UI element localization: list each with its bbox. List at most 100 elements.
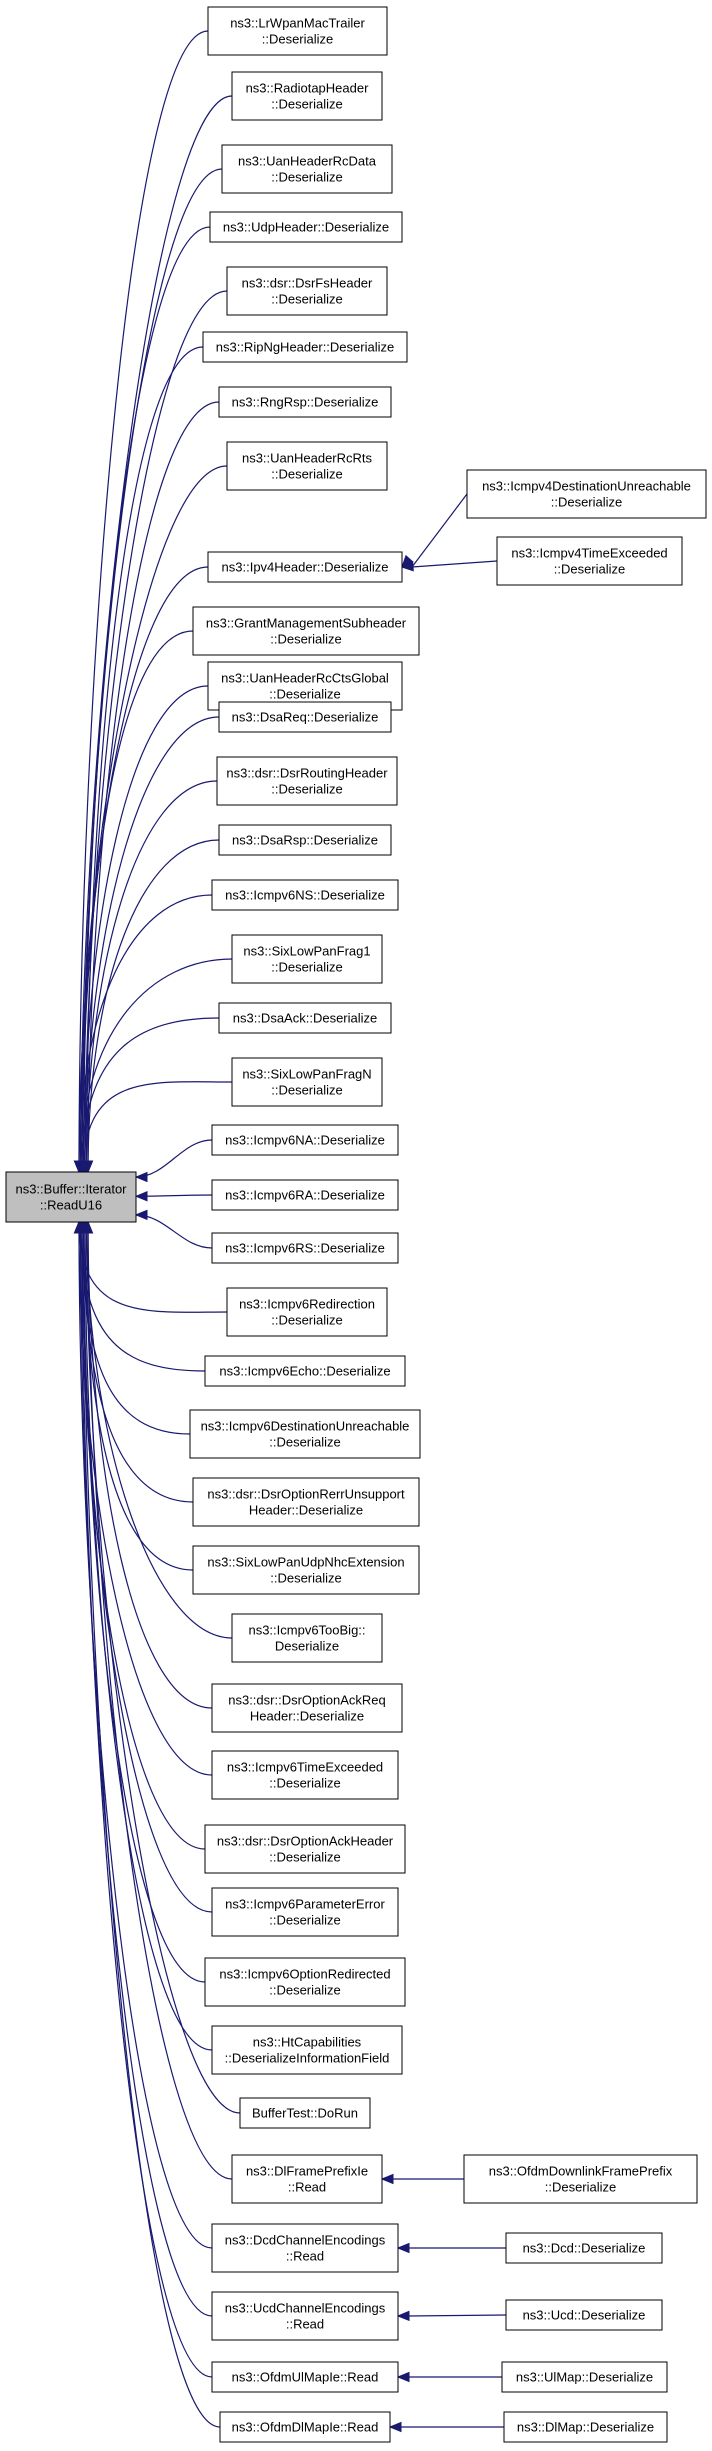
- node-label-line: ns3::UanHeaderRcData: [238, 154, 377, 169]
- node-ns3-icmpv6echo-deserialize[interactable]: ns3::Icmpv6Echo::Deserialize: [204, 1355, 406, 1387]
- node-label-line: ns3::Icmpv4TimeExceeded: [511, 546, 667, 561]
- node-ns3-icmpv4destinationunreachable-deserialize[interactable]: ns3::Icmpv4DestinationUnreachable::Deser…: [466, 469, 707, 519]
- node-box: [192, 1477, 420, 1527]
- node-ns3-ucd-deserialize[interactable]: ns3::Ucd::Deserialize: [505, 2299, 663, 2331]
- root-node[interactable]: ns3::Buffer::Iterator::ReadU16: [5, 1171, 137, 1223]
- edge-n5-to-root: [84, 290, 228, 1173]
- node-ns3-ofdmdlmapie-read[interactable]: ns3::OfdmDlMapIe::Read: [219, 2411, 391, 2443]
- node-box: [226, 1287, 388, 1337]
- node-label-line: ::Read: [288, 2180, 326, 2195]
- node-label-line: ::Deserialize: [271, 467, 343, 482]
- node-ns3-rngrsp-deserialize[interactable]: ns3::RngRsp::Deserialize: [218, 386, 392, 418]
- node-ns3-uanheaderrcdata-deserialize[interactable]: ns3::UanHeaderRcData::Deserialize: [221, 144, 393, 194]
- node-ns3-icmpv6parametererror-deserialize[interactable]: ns3::Icmpv6ParameterError::Deserialize: [211, 1887, 399, 1937]
- edge-n36-to-root: [78, 1221, 213, 2249]
- node-label-line: ns3::HtCapabilities: [253, 2035, 362, 2050]
- node-label-line: ns3::dsr::DsrOptionAckHeader: [217, 1834, 394, 1849]
- node-box: [505, 2299, 663, 2331]
- node-box: [503, 2411, 668, 2443]
- node-label-line: Deserialize: [275, 1639, 339, 1654]
- edge-n39-arrowhead: [78, 1220, 89, 1234]
- node-label-line: Header::Deserialize: [250, 1709, 364, 1724]
- node-ns3-icmpv6redirection-deserialize[interactable]: ns3::Icmpv6Redirection::Deserialize: [226, 1287, 388, 1337]
- node-box: [226, 266, 388, 316]
- node-ns3-icmpv6timeexceeded-deserialize[interactable]: ns3::Icmpv6TimeExceeded::Deserialize: [211, 1750, 399, 1800]
- node-label-line: ns3::Icmpv6TimeExceeded: [227, 1760, 383, 1775]
- node-ns3-icmpv6destinationunreachable-deserialize[interactable]: ns3::Icmpv6DestinationUnreachable::Deser…: [189, 1409, 421, 1459]
- node-ns3-dsr-dsroptionrerrunsupportheader-deserialize[interactable]: ns3::dsr::DsrOptionRerrUnsupportHeader::…: [192, 1477, 420, 1527]
- node-label-line: ns3::Icmpv6ParameterError: [225, 1897, 385, 1912]
- edge-n38-to-root: [81, 1221, 213, 2378]
- node-label-line: ::Deserialize: [269, 1435, 341, 1450]
- node-label-line: ::Deserialize: [269, 1776, 341, 1791]
- node-ns3-dsr-dsroptionackreqheader-deserialize[interactable]: ns3::dsr::DsrOptionAckReqHeader::Deseria…: [211, 1683, 403, 1733]
- node-ns3-sixlowpanudpnhcextension-deserialize[interactable]: ns3::SixLowPanUdpNhcExtension::Deseriali…: [192, 1545, 420, 1595]
- node-ns3-radiotapheader-deserialize[interactable]: ns3::RadiotapHeader::Deserialize: [231, 71, 383, 121]
- node-ns3-ofdmdownlinkframeprefix-deserialize[interactable]: ns3::OfdmDownlinkFramePrefix::Deserializ…: [463, 2154, 698, 2204]
- node-label-line: ns3::OfdmUlMapIe::Read: [232, 2370, 379, 2385]
- node-ns3-dcd-deserialize[interactable]: ns3::Dcd::Deserialize: [505, 2232, 663, 2264]
- node-box: [211, 2223, 399, 2273]
- node-ns3-ripngheader-deserialize[interactable]: ns3::RipNgHeader::Deserialize: [202, 331, 408, 363]
- node-label-line: ::Deserialize: [271, 170, 343, 185]
- node-ns3-dcdchannelencodings-read[interactable]: ns3::DcdChannelEncodings::Read: [211, 2223, 399, 2273]
- node-ns3-dsr-dsroptionackheader-deserialize[interactable]: ns3::dsr::DsrOptionAckHeader::Deserializ…: [204, 1824, 406, 1874]
- node-ns3-grantmanagementsubheader-deserialize[interactable]: ns3::GrantManagementSubheader::Deseriali…: [192, 606, 420, 656]
- node-label-line: ::Read: [286, 2249, 324, 2264]
- node-box: [211, 2025, 403, 2075]
- node-box: [211, 2361, 399, 2393]
- node-ns3-dsareq-deserialize[interactable]: ns3::DsaReq::Deserialize: [218, 701, 392, 733]
- node-ns3-icmpv6toobig-deserialize[interactable]: ns3::Icmpv6TooBig::Deserialize: [231, 1613, 383, 1663]
- node-ns3-lrwpanmactrailer-deserialize[interactable]: ns3::LrWpanMacTrailer::Deserialize: [207, 6, 388, 56]
- node-label-line: ns3::UlMap::Deserialize: [516, 2370, 653, 2385]
- edge-s5-to-n37: [407, 2314, 507, 2317]
- node-ns3-dlframeprefixie-read[interactable]: ns3::DlFramePrefixIe::Read: [231, 2154, 383, 2204]
- node-ns3-dsr-dsrfsheader-deserialize[interactable]: ns3::dsr::DsrFsHeader::Deserialize: [226, 266, 388, 316]
- node-ns3-dlmap-deserialize[interactable]: ns3::DlMap::Deserialize: [503, 2411, 668, 2443]
- node-label-line: ns3::UanHeaderRcCtsGlobal: [221, 671, 389, 686]
- node-ns3-icmpv6ra-deserialize[interactable]: ns3::Icmpv6RA::Deserialize: [211, 1179, 399, 1211]
- node-ns3-ofdmulmapie-read[interactable]: ns3::OfdmUlMapIe::Read: [211, 2361, 399, 2393]
- node-ns3-htcapabilities-deserializeinformationfield[interactable]: ns3::HtCapabilities::DeserializeInformat…: [211, 2025, 403, 2075]
- node-ns3-uanheaderrcrts-deserialize[interactable]: ns3::UanHeaderRcRts::Deserialize: [226, 441, 388, 491]
- node-label-line: ::Deserialize: [271, 1313, 343, 1328]
- node-ns3-dsaack-deserialize[interactable]: ns3::DsaAck::Deserialize: [218, 1002, 392, 1034]
- edge-n12-to-root: [84, 716, 220, 1173]
- node-ns3-dsr-dsrroutingheader-deserialize[interactable]: ns3::dsr::DsrRoutingHeader::Deserialize: [216, 756, 398, 806]
- node-ns3-icmpv6optionredirected-deserialize[interactable]: ns3::Icmpv6OptionRedirected::Deserialize: [204, 1957, 406, 2007]
- node-ns3-icmpv4timeexceeded-deserialize[interactable]: ns3::Icmpv4TimeExceeded::Deserialize: [496, 536, 683, 586]
- node-ns3-ipv4header-deserialize[interactable]: ns3::Ipv4Header::Deserialize: [207, 551, 403, 583]
- edge-n24-to-root: [81, 1221, 191, 1435]
- node-box: [505, 2232, 663, 2264]
- edge-n39-to-root: [82, 1221, 221, 2428]
- node-box: [211, 879, 399, 911]
- node-box: [209, 211, 403, 243]
- edge-n19-arrowhead: [134, 1171, 148, 1183]
- node-ns3-dsarsp-deserialize[interactable]: ns3::DsaRsp::Deserialize: [218, 824, 392, 856]
- node-box: [219, 2411, 391, 2443]
- node-box: [231, 71, 383, 121]
- node-label-line: ns3::UdpHeader::Deserialize: [223, 220, 389, 235]
- node-box: [207, 6, 388, 56]
- node-label-line: ns3::UcdChannelEncodings: [225, 2301, 386, 2316]
- node-box: [216, 756, 398, 806]
- node-ns3-udpheader-deserialize[interactable]: ns3::UdpHeader::Deserialize: [209, 211, 403, 243]
- node-ns3-sixlowpanfragn-deserialize[interactable]: ns3::SixLowPanFragN::Deserialize: [231, 1057, 383, 1107]
- node-box: [211, 1232, 399, 1264]
- node-label-line: ns3::DcdChannelEncodings: [225, 2233, 386, 2248]
- node-ns3-icmpv6na-deserialize[interactable]: ns3::Icmpv6NA::Deserialize: [211, 1124, 399, 1156]
- node-label-line: ns3::DsaReq::Deserialize: [232, 710, 379, 725]
- node-ns3-ulmap-deserialize[interactable]: ns3::UlMap::Deserialize: [501, 2361, 668, 2393]
- node-box: [218, 386, 392, 418]
- edge-n22-to-root: [78, 1221, 228, 1313]
- nodes: ns3::Buffer::Iterator::ReadU16 ns3::LrWpa…: [5, 6, 707, 2443]
- node-ns3-icmpv6rs-deserialize[interactable]: ns3::Icmpv6RS::Deserialize: [211, 1232, 399, 1264]
- node-ns3-sixlowpanfrag1-deserialize[interactable]: ns3::SixLowPanFrag1::Deserialize: [231, 934, 383, 984]
- node-ns3-ucdchannelencodings-read[interactable]: ns3::UcdChannelEncodings::Read: [211, 2291, 399, 2341]
- node-ns3-icmpv6ns-deserialize[interactable]: ns3::Icmpv6NS::Deserialize: [211, 879, 399, 911]
- node-box: [218, 1002, 392, 1034]
- node-label-line: ::Deserialize: [271, 292, 343, 307]
- node-label-line: ns3::RipNgHeader::Deserialize: [216, 340, 394, 355]
- edge-n21-arrowhead: [134, 1209, 148, 1221]
- node-buffertest-dorun[interactable]: BufferTest::DoRun: [239, 2097, 371, 2129]
